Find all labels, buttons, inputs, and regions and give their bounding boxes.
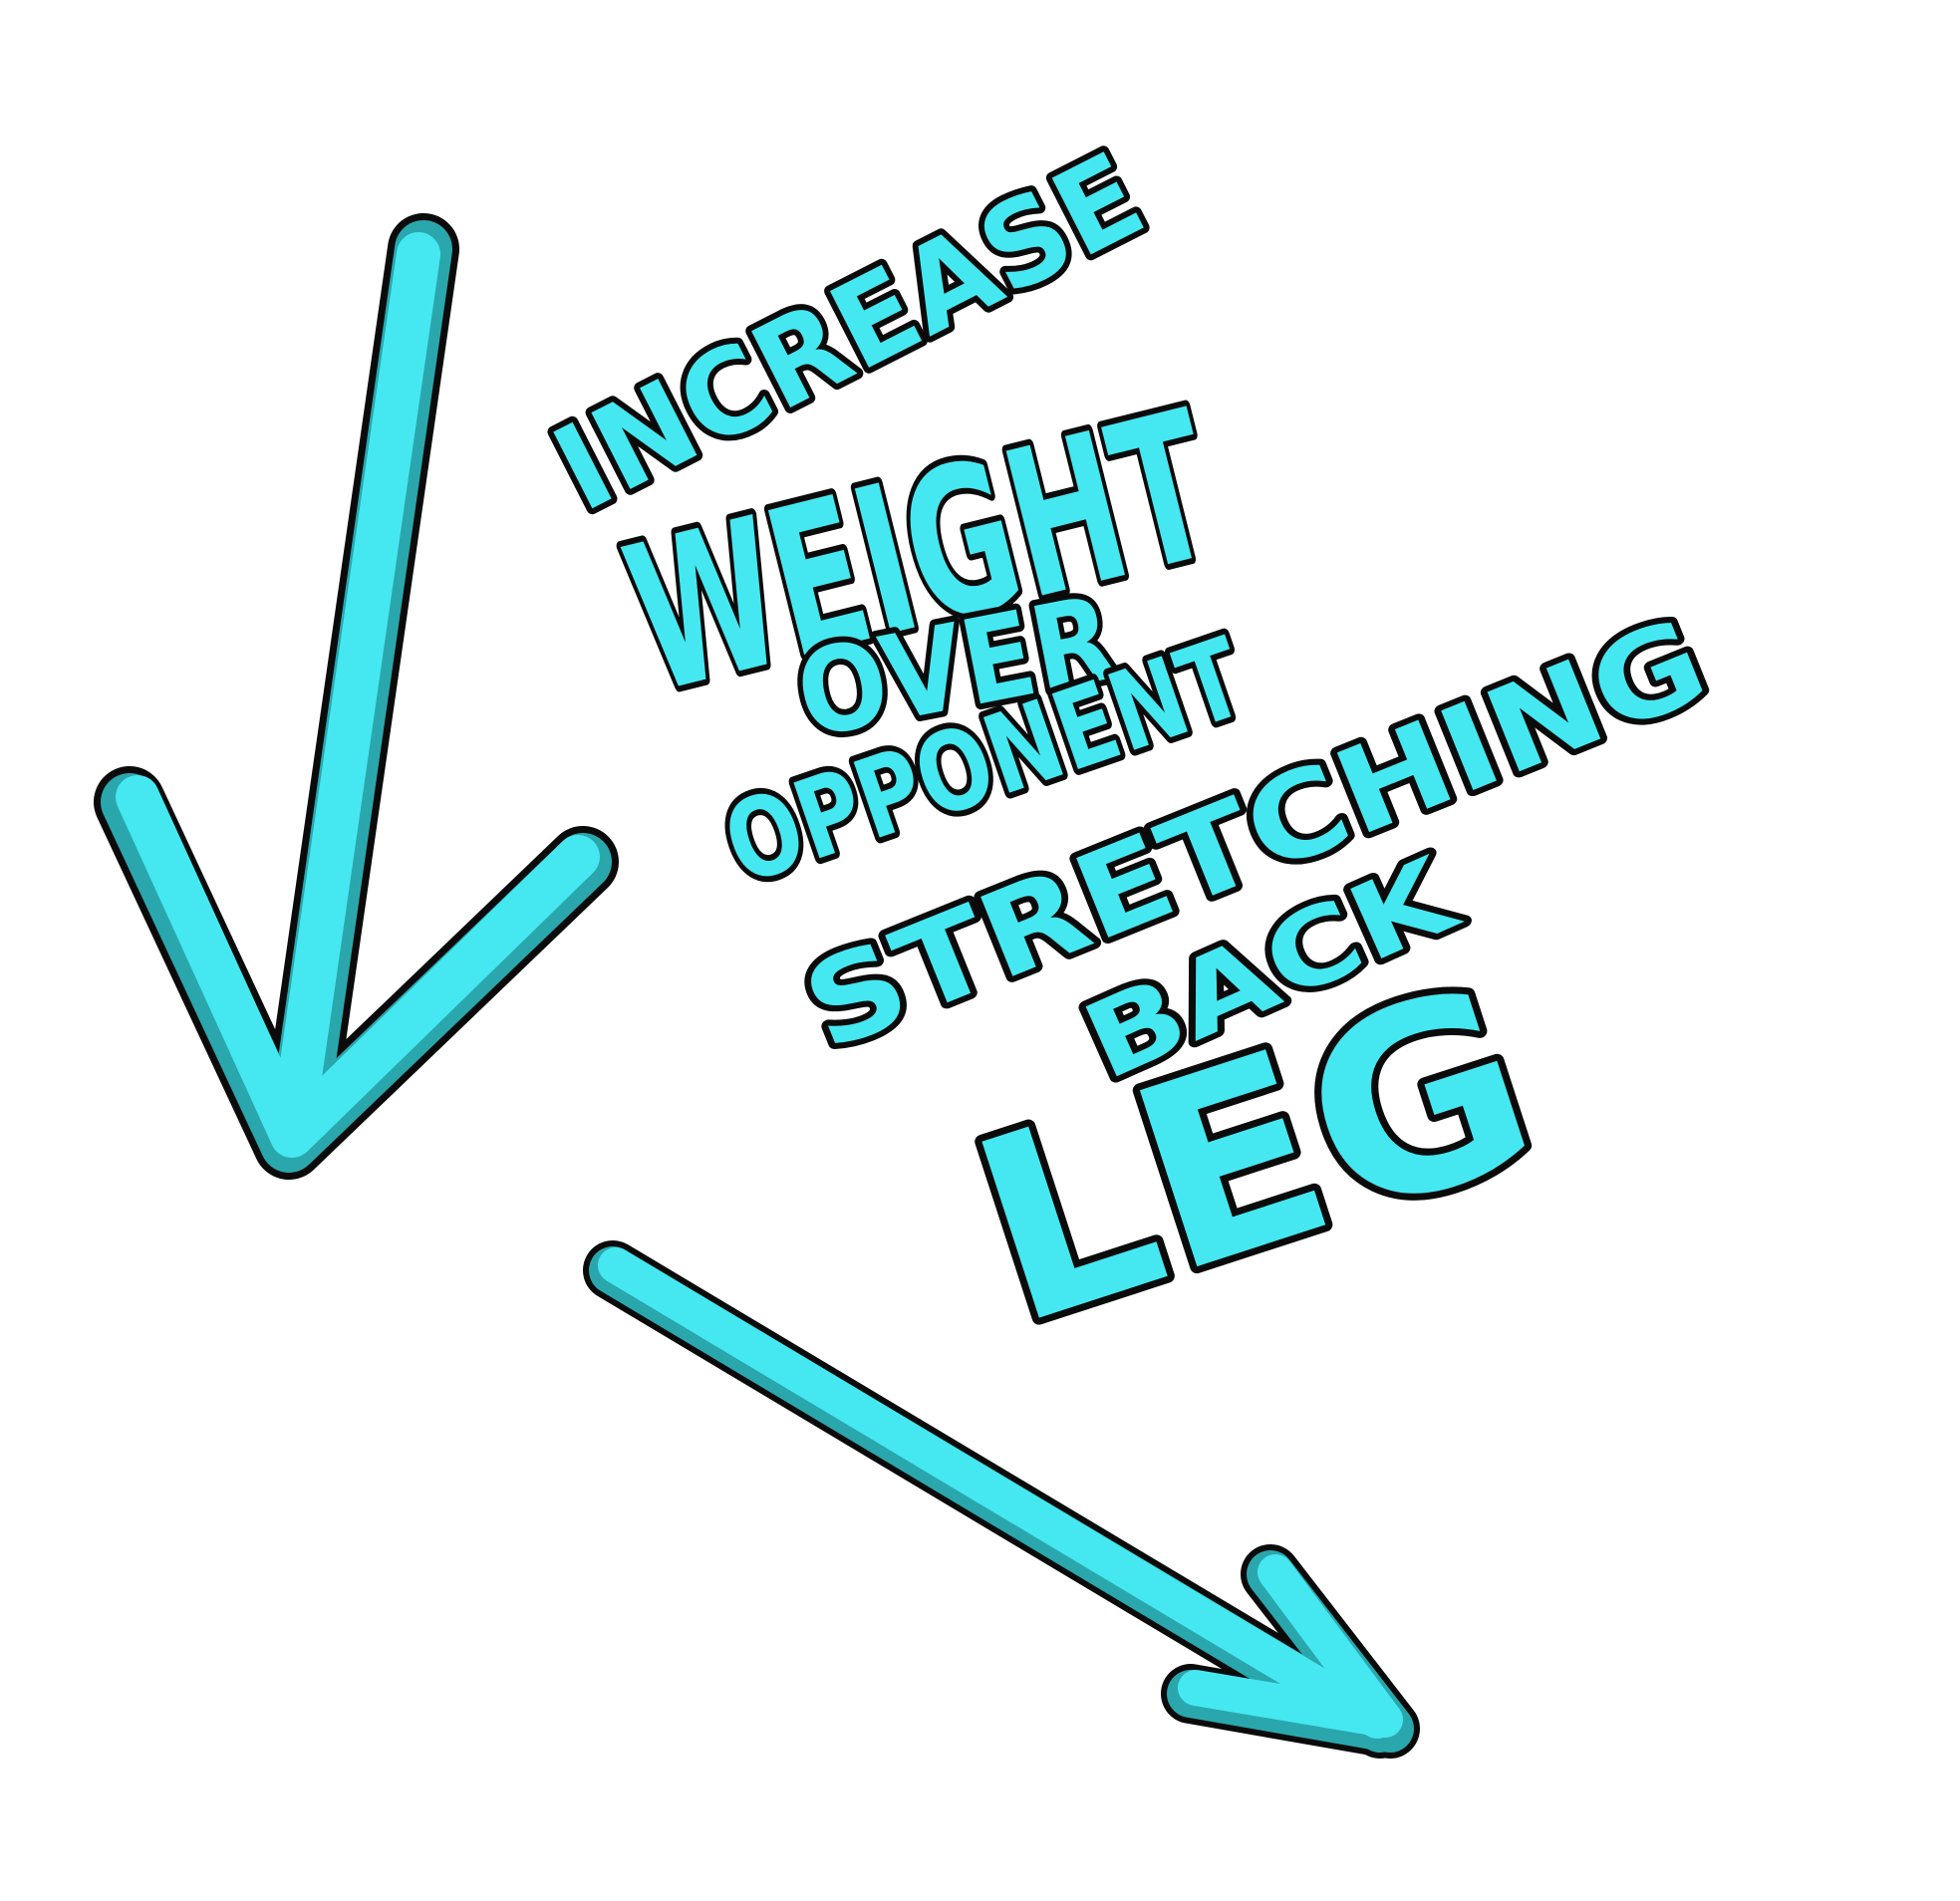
down-left-arrow-icon xyxy=(94,213,619,1180)
annotation-text-group: INCREASE WEIGHT OVER OPPONENT STRETCHING… xyxy=(527,120,1731,1390)
down-right-arrow-icon xyxy=(583,1240,1420,1759)
